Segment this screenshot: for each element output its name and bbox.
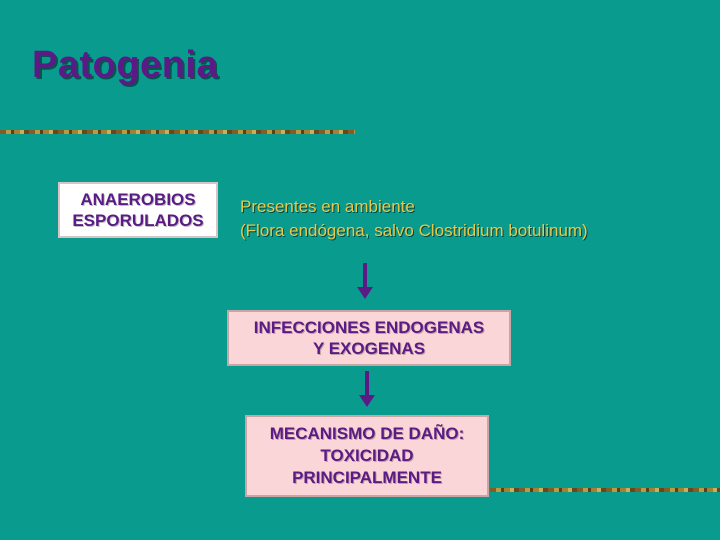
mecanismo-line-1: MECANISMO DE DAÑO:	[269, 424, 465, 443]
anaerobios-line-2: ESPORULADOS	[72, 211, 204, 230]
mecanismo-line-3: PRINCIPALMENTE	[292, 468, 442, 487]
presentes-text: Presentes en ambiente (Flora endógena, s…	[240, 195, 588, 243]
infecciones-line-2: Y EXOGENAS	[312, 339, 426, 358]
slide-title: Patogenia	[32, 44, 219, 86]
anaerobios-line-1: ANAEROBIOS	[80, 190, 196, 209]
infecciones-line-1: INFECCIONES ENDOGENAS	[253, 318, 485, 337]
anaerobios-box: ANAEROBIOS ESPORULADOS	[58, 182, 218, 238]
decorative-rule-top	[0, 130, 355, 134]
mecanismo-box: MECANISMO DE DAÑO: TOXICIDAD PRINCIPALME…	[245, 415, 489, 497]
decorative-rule-bottom	[490, 488, 720, 492]
infecciones-box: INFECCIONES ENDOGENAS Y EXOGENAS	[227, 310, 511, 366]
presentes-line-2: (Flora endógena, salvo Clostridium botul…	[240, 221, 588, 240]
down-arrow-icon	[357, 263, 373, 299]
mecanismo-line-2: TOXICIDAD	[320, 446, 414, 465]
down-arrow-icon	[359, 371, 375, 407]
presentes-line-1: Presentes en ambiente	[240, 197, 415, 216]
